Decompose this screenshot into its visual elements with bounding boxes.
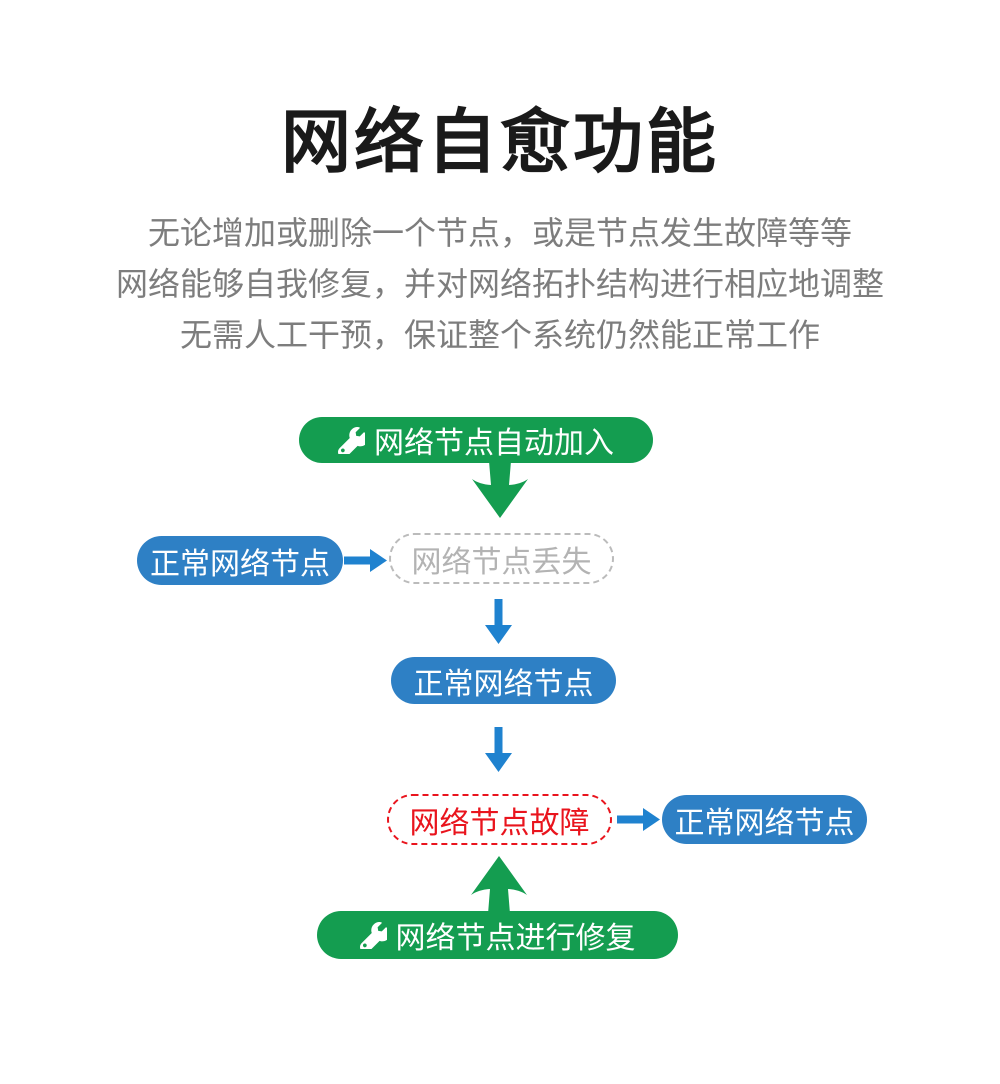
node-lost: 网络节点丢失 (389, 533, 614, 584)
node-auto-join: 网络节点自动加入 (299, 417, 653, 463)
page-title: 网络自愈功能 (281, 103, 719, 181)
blue-down-arrow (485, 727, 512, 772)
node-normal-mid-label: 正常网络节点 (413, 667, 594, 701)
subtitle-line: 网络能够自我修复，并对网络拓扑结构进行相应地调整 (115, 266, 884, 302)
node-normal-right: 正常网络节点 (662, 795, 867, 844)
subtitle: 无论增加或删除一个节点，或是节点发生故障等等 网络能够自我修复，并对网络拓扑结构… (0, 208, 1000, 361)
subtitle-line: 无论增加或删除一个节点，或是节点发生故障等等 (147, 215, 852, 251)
blue-right-arrow (617, 808, 660, 831)
subtitle-line: 无需人工干预，保证整个系统仍然能正常工作 (179, 317, 820, 353)
green-down-arrow (472, 461, 528, 518)
node-normal-mid: 正常网络节点 (391, 657, 616, 704)
green-up-arrow (471, 856, 527, 914)
blue-right-arrow (344, 549, 387, 572)
wrench-icon (359, 921, 387, 949)
node-auto-join-label: 网络节点自动加入 (374, 427, 614, 460)
node-repair-label: 网络节点进行修复 (395, 922, 636, 955)
node-fault-label: 网络节点故障 (409, 806, 590, 840)
node-lost-label: 网络节点丢失 (411, 545, 592, 579)
blue-down-arrow (485, 599, 512, 644)
wrench-icon (338, 426, 365, 454)
node-fault: 网络节点故障 (387, 794, 612, 845)
node-normal-right-label: 正常网络节点 (674, 806, 855, 840)
node-normal-left: 正常网络节点 (137, 536, 343, 585)
node-normal-left-label: 正常网络节点 (150, 547, 330, 581)
node-repair: 网络节点进行修复 (317, 911, 678, 959)
